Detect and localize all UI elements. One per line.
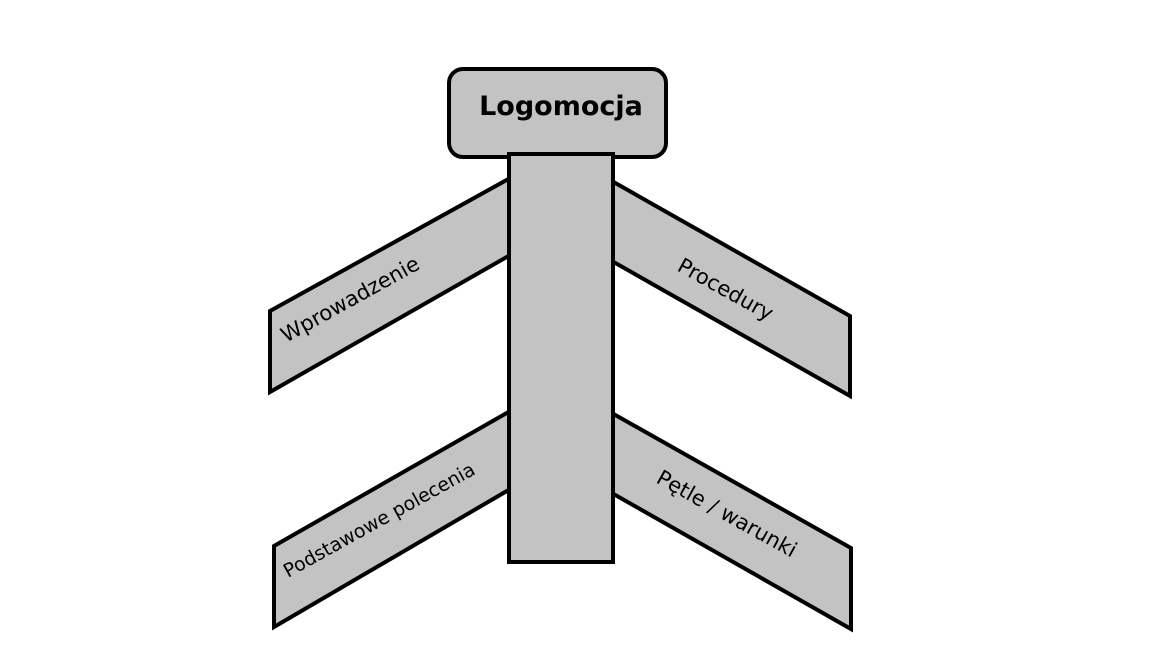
branch-top-right: Procedury — [608, 176, 852, 400]
branch-top-left: Wprowadzenie — [268, 173, 514, 396]
diagram-title: Logomocja — [479, 91, 643, 122]
branch-bottom-right: Pętle / warunki — [608, 408, 853, 633]
branch-bottom-left: Podstawowe polecenia — [272, 406, 514, 631]
central-post — [507, 152, 615, 564]
